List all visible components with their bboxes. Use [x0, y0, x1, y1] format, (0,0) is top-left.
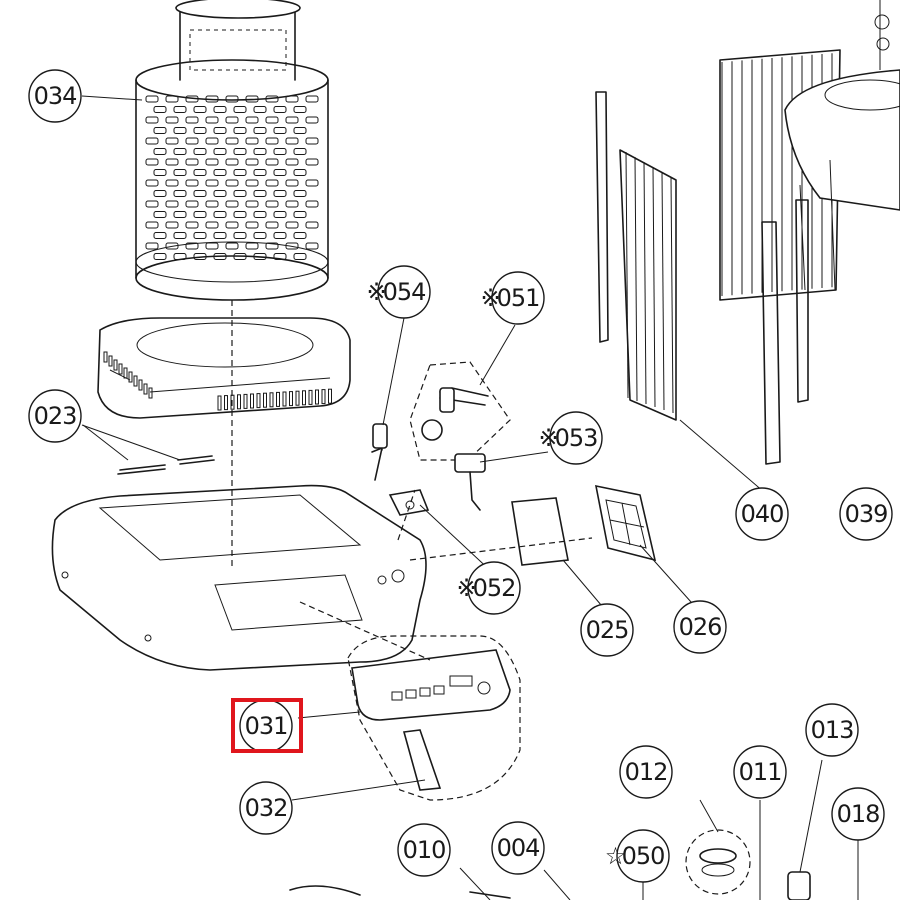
callout-number: 050	[622, 842, 665, 870]
callout-040: 040	[735, 487, 789, 541]
part-040-heater-element	[595, 91, 809, 465]
part-039-burner-assembly	[719, 0, 900, 301]
callout-034: 034	[28, 69, 82, 123]
callout-number: 023	[34, 402, 77, 430]
callout-circle	[831, 787, 885, 841]
callout-039: 039	[839, 487, 893, 541]
callout-circle	[491, 821, 545, 875]
callout-011: 011	[733, 745, 787, 799]
callout-circle	[377, 265, 431, 319]
callout-052: 052※	[456, 561, 521, 615]
part-frame-upper	[97, 317, 351, 419]
callout-004: 004	[491, 821, 545, 875]
part-054-sensor	[371, 423, 388, 481]
callout-circle	[805, 703, 859, 757]
part-013-knob	[787, 871, 811, 900]
callout-circle	[839, 487, 893, 541]
part-base-top-cover	[51, 484, 427, 671]
callout-mark: ※	[480, 284, 499, 312]
callout-010: 010	[397, 823, 451, 877]
callout-number: 011	[739, 758, 782, 786]
callout-026: 026	[673, 600, 727, 654]
callout-mark: ※	[366, 278, 385, 306]
part-053-switch	[454, 453, 486, 511]
callout-025: 025	[580, 603, 634, 657]
callout-mark: ※	[538, 424, 557, 452]
callout-012: 012	[619, 745, 673, 799]
callout-031: 031	[239, 699, 293, 753]
callout-circle	[735, 487, 789, 541]
callout-number: 004	[497, 834, 540, 862]
part-023-gasket	[117, 455, 215, 475]
callout-circle	[491, 271, 545, 325]
part-034-cylinder-guard	[135, 0, 329, 301]
part-010-cable	[289, 885, 511, 899]
part-051-igniter-group	[409, 361, 511, 461]
callout-circle	[580, 603, 634, 657]
part-025-filter	[511, 497, 569, 566]
callout-023: 023	[28, 389, 82, 443]
callout-013: 013	[805, 703, 859, 757]
callout-050: 050☆	[605, 829, 670, 883]
callout-number: 051	[497, 284, 540, 312]
callout-circle	[239, 781, 293, 835]
part-012-cap	[685, 829, 751, 895]
callout-053: 053※	[538, 411, 603, 465]
callout-number: 053	[555, 424, 598, 452]
alignment-lines	[231, 300, 593, 661]
callout-mark: ☆	[605, 842, 626, 870]
part-032-sheet	[402, 729, 442, 791]
callout-018: 018	[831, 787, 885, 841]
callout-circle	[28, 389, 82, 443]
callout-number: 013	[811, 716, 854, 744]
highlight-box-031	[231, 698, 303, 753]
leader-lines	[81, 95, 859, 900]
callout-number: 026	[679, 613, 722, 641]
callout-mark: ※	[456, 574, 475, 602]
callout-number: 054	[383, 278, 426, 306]
callout-032: 032	[239, 781, 293, 835]
callout-number: 025	[586, 616, 629, 644]
callout-circle	[28, 69, 82, 123]
part-052-bracket	[388, 489, 430, 516]
callout-number: 039	[845, 500, 888, 528]
callout-number: 010	[403, 836, 446, 864]
callout-circle	[673, 600, 727, 654]
callout-number: 031	[245, 712, 288, 740]
callout-circle	[733, 745, 787, 799]
callout-number: 052	[473, 574, 516, 602]
callout-circle	[619, 745, 673, 799]
callout-number: 012	[625, 758, 668, 786]
callout-circle	[397, 823, 451, 877]
callout-circle	[616, 829, 670, 883]
callout-number: 034	[34, 82, 77, 110]
callout-number: 040	[741, 500, 784, 528]
callout-circle	[467, 561, 521, 615]
part-026-filter-frame	[594, 484, 657, 562]
callout-circle	[549, 411, 603, 465]
callout-051: 051※	[480, 271, 545, 325]
callout-number: 032	[245, 794, 288, 822]
callout-054: 054※	[366, 265, 431, 319]
callout-number: 018	[837, 800, 880, 828]
part-031-control-panel	[347, 635, 521, 801]
